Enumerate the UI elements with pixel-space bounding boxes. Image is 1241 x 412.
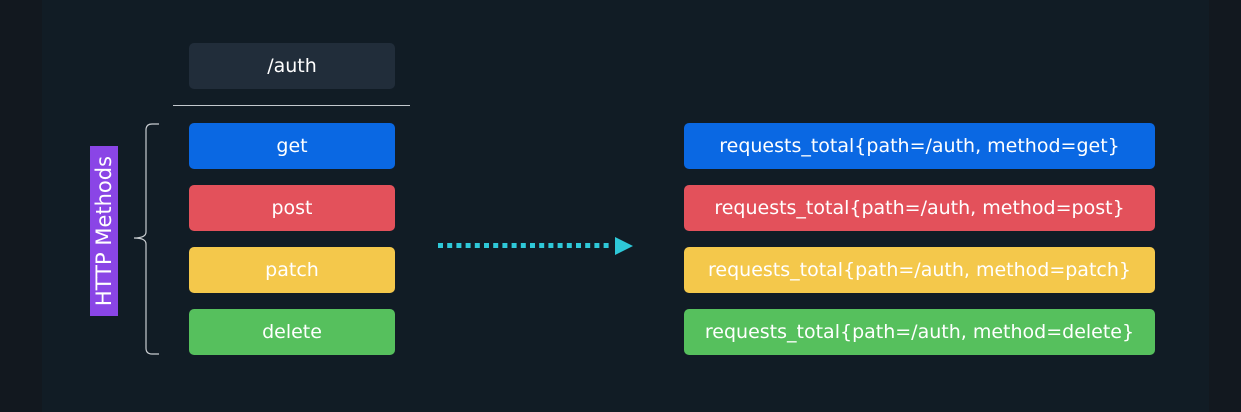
- metric-patch: requests_total{path=/auth, method=patch}: [684, 247, 1155, 293]
- dotted-arrow: [438, 237, 633, 255]
- arrow-dot: [502, 243, 508, 248]
- metric-post: requests_total{path=/auth, method=post}: [684, 185, 1155, 231]
- arrow-dots: [438, 243, 609, 248]
- arrow-dot: [585, 243, 591, 248]
- arrow-dot: [548, 243, 554, 248]
- path-header: /auth: [189, 43, 395, 89]
- method-get: get: [189, 123, 395, 169]
- arrow-dot: [594, 243, 600, 248]
- arrow-dot: [447, 243, 453, 248]
- arrow-dot: [557, 243, 563, 248]
- arrow-dot: [530, 243, 535, 248]
- arrow-dot: [511, 243, 517, 248]
- group-label-text: HTTP Methods: [92, 155, 116, 307]
- arrow-dot: [456, 243, 462, 248]
- metric-get: requests_total{path=/auth, method=get}: [684, 123, 1155, 169]
- arrow-dot: [576, 243, 581, 248]
- arrow-dot: [484, 243, 489, 248]
- group-label: HTTP Methods: [90, 146, 118, 316]
- divider-line: [173, 105, 410, 106]
- method-patch: patch: [189, 247, 395, 293]
- arrow-dot: [566, 243, 572, 248]
- method-post: post: [189, 185, 395, 231]
- metric-delete: requests_total{path=/auth, method=delete…: [684, 309, 1155, 355]
- arrow-dot: [603, 243, 609, 248]
- arrow-dot: [493, 243, 499, 248]
- brace-bracket: [133, 123, 159, 355]
- arrow-head: [615, 237, 633, 255]
- arrow-dot: [520, 243, 526, 248]
- arrow-dot: [465, 243, 471, 248]
- arrow-dot: [474, 243, 480, 248]
- method-delete: delete: [189, 309, 395, 355]
- arrow-dot: [438, 243, 443, 248]
- arrow-dot: [539, 243, 545, 248]
